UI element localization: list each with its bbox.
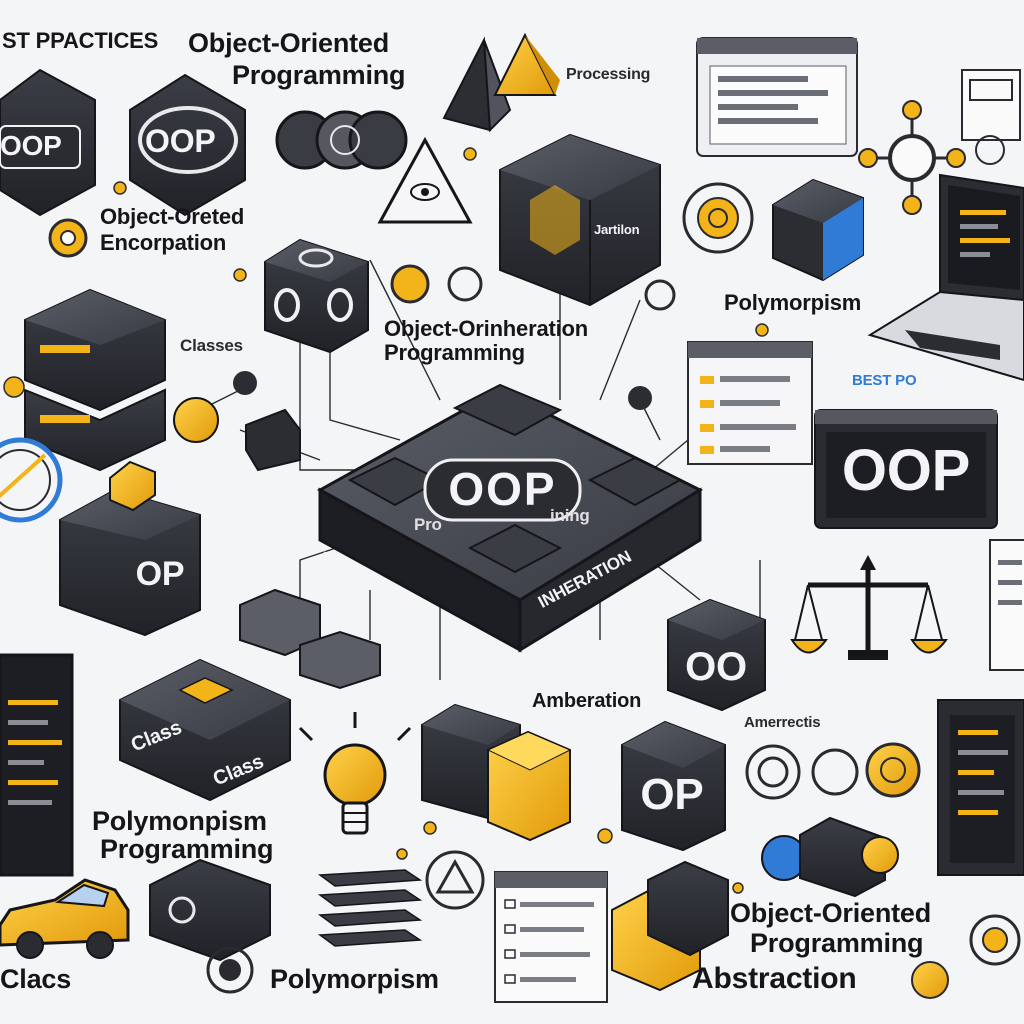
polymonpism-line1: Polymonpism (92, 806, 267, 836)
central-oop-platform (316, 383, 704, 653)
balance-scale-icon (790, 555, 948, 660)
browser-window-top (696, 37, 858, 157)
sphere-cube-pair (761, 816, 899, 898)
circle-badge-icon (911, 914, 1021, 999)
oop-hexagon-left (0, 68, 96, 217)
gold-dark-cubes (611, 860, 729, 992)
class-document (494, 871, 608, 1003)
frame-stack-icon (961, 69, 1021, 165)
oo-cube-center-label: OO (685, 645, 747, 689)
ameroctis-label: Amerrectis (744, 714, 821, 731)
camera-block (149, 858, 271, 962)
interlocking-rings-icon (275, 110, 408, 170)
oo-cube-top (264, 238, 369, 354)
code-panel-left (0, 653, 74, 877)
oop-hexagon-center (129, 73, 246, 217)
gear-icon (48, 218, 676, 311)
compass-icon (0, 437, 63, 523)
programming-mid-label: Programming (384, 340, 525, 365)
object-orinheration-label: Object-Orinheration (384, 316, 588, 341)
title-oop-line1: Object-Oriented (188, 28, 390, 58)
oop-bottom-line1: Object-Oriented (730, 898, 932, 928)
lightbulb-icon (298, 712, 412, 835)
laptop-icon (867, 173, 1024, 382)
oo-cube-center (667, 598, 766, 712)
triangle-badge-icon (425, 850, 485, 910)
class-box (119, 658, 291, 802)
spiral-icons (745, 742, 921, 800)
jartilon-cube-label: Jartilon (594, 222, 640, 237)
decorative-dots (3, 147, 769, 894)
settings-panel (687, 341, 813, 465)
polymonpism-line2: Programming (100, 834, 274, 864)
small-blocks (239, 588, 381, 690)
node-connectors-left (173, 371, 652, 472)
document-right (989, 539, 1024, 671)
op-cube-bottom-label: OP (640, 770, 704, 819)
fingerprint-icon (682, 182, 754, 254)
oop-hexagon-center-label: OOP (145, 123, 216, 159)
classes-bottom-label: Clacs (0, 964, 72, 994)
pyramid-icon (442, 32, 560, 133)
central-ining-label: ining (550, 506, 590, 525)
code-panel-right (937, 699, 1024, 876)
node-graph-icon (858, 100, 966, 215)
blue-cube (772, 178, 864, 282)
encapsulation-label-line1: Object-Oreted (100, 204, 245, 229)
oop-window-right-label: OOP (841, 438, 971, 503)
best-po-label: BEST PO (852, 372, 917, 389)
list-pages (317, 869, 423, 947)
op-cube-left (59, 460, 201, 637)
best-practices-label: ST PPACTICES (2, 28, 159, 53)
central-oop-label: OOP (448, 463, 557, 515)
abstraction-bottom-label: Abstraction (692, 962, 857, 995)
oop-window-right (814, 409, 998, 529)
oop-hexagon-left-label: OOP (0, 130, 62, 161)
target-icon (206, 946, 254, 994)
stacked-boxes (24, 288, 166, 472)
op-cube-bottom (621, 720, 726, 852)
processing-label: Processing (566, 66, 651, 83)
car-icon (0, 878, 130, 959)
central-pro-label: Pro (414, 515, 442, 534)
classes-left-label: Classes (180, 336, 243, 355)
encapsulation-label-line2: Encorpation (100, 230, 227, 255)
amberation-label: Amberation (532, 690, 642, 712)
title-oop-line2: Programming (232, 60, 406, 90)
oop-bottom-line2: Programming (750, 928, 924, 958)
polymorpism-bottom-label: Polymorpism (270, 964, 439, 994)
op-cube-left-label: OP (135, 555, 185, 593)
polymorpism-right-label: Polymorpism (724, 290, 862, 315)
jartilon-cube (499, 133, 661, 307)
eye-triangle-icon (377, 136, 473, 224)
cube-pair (421, 703, 572, 842)
